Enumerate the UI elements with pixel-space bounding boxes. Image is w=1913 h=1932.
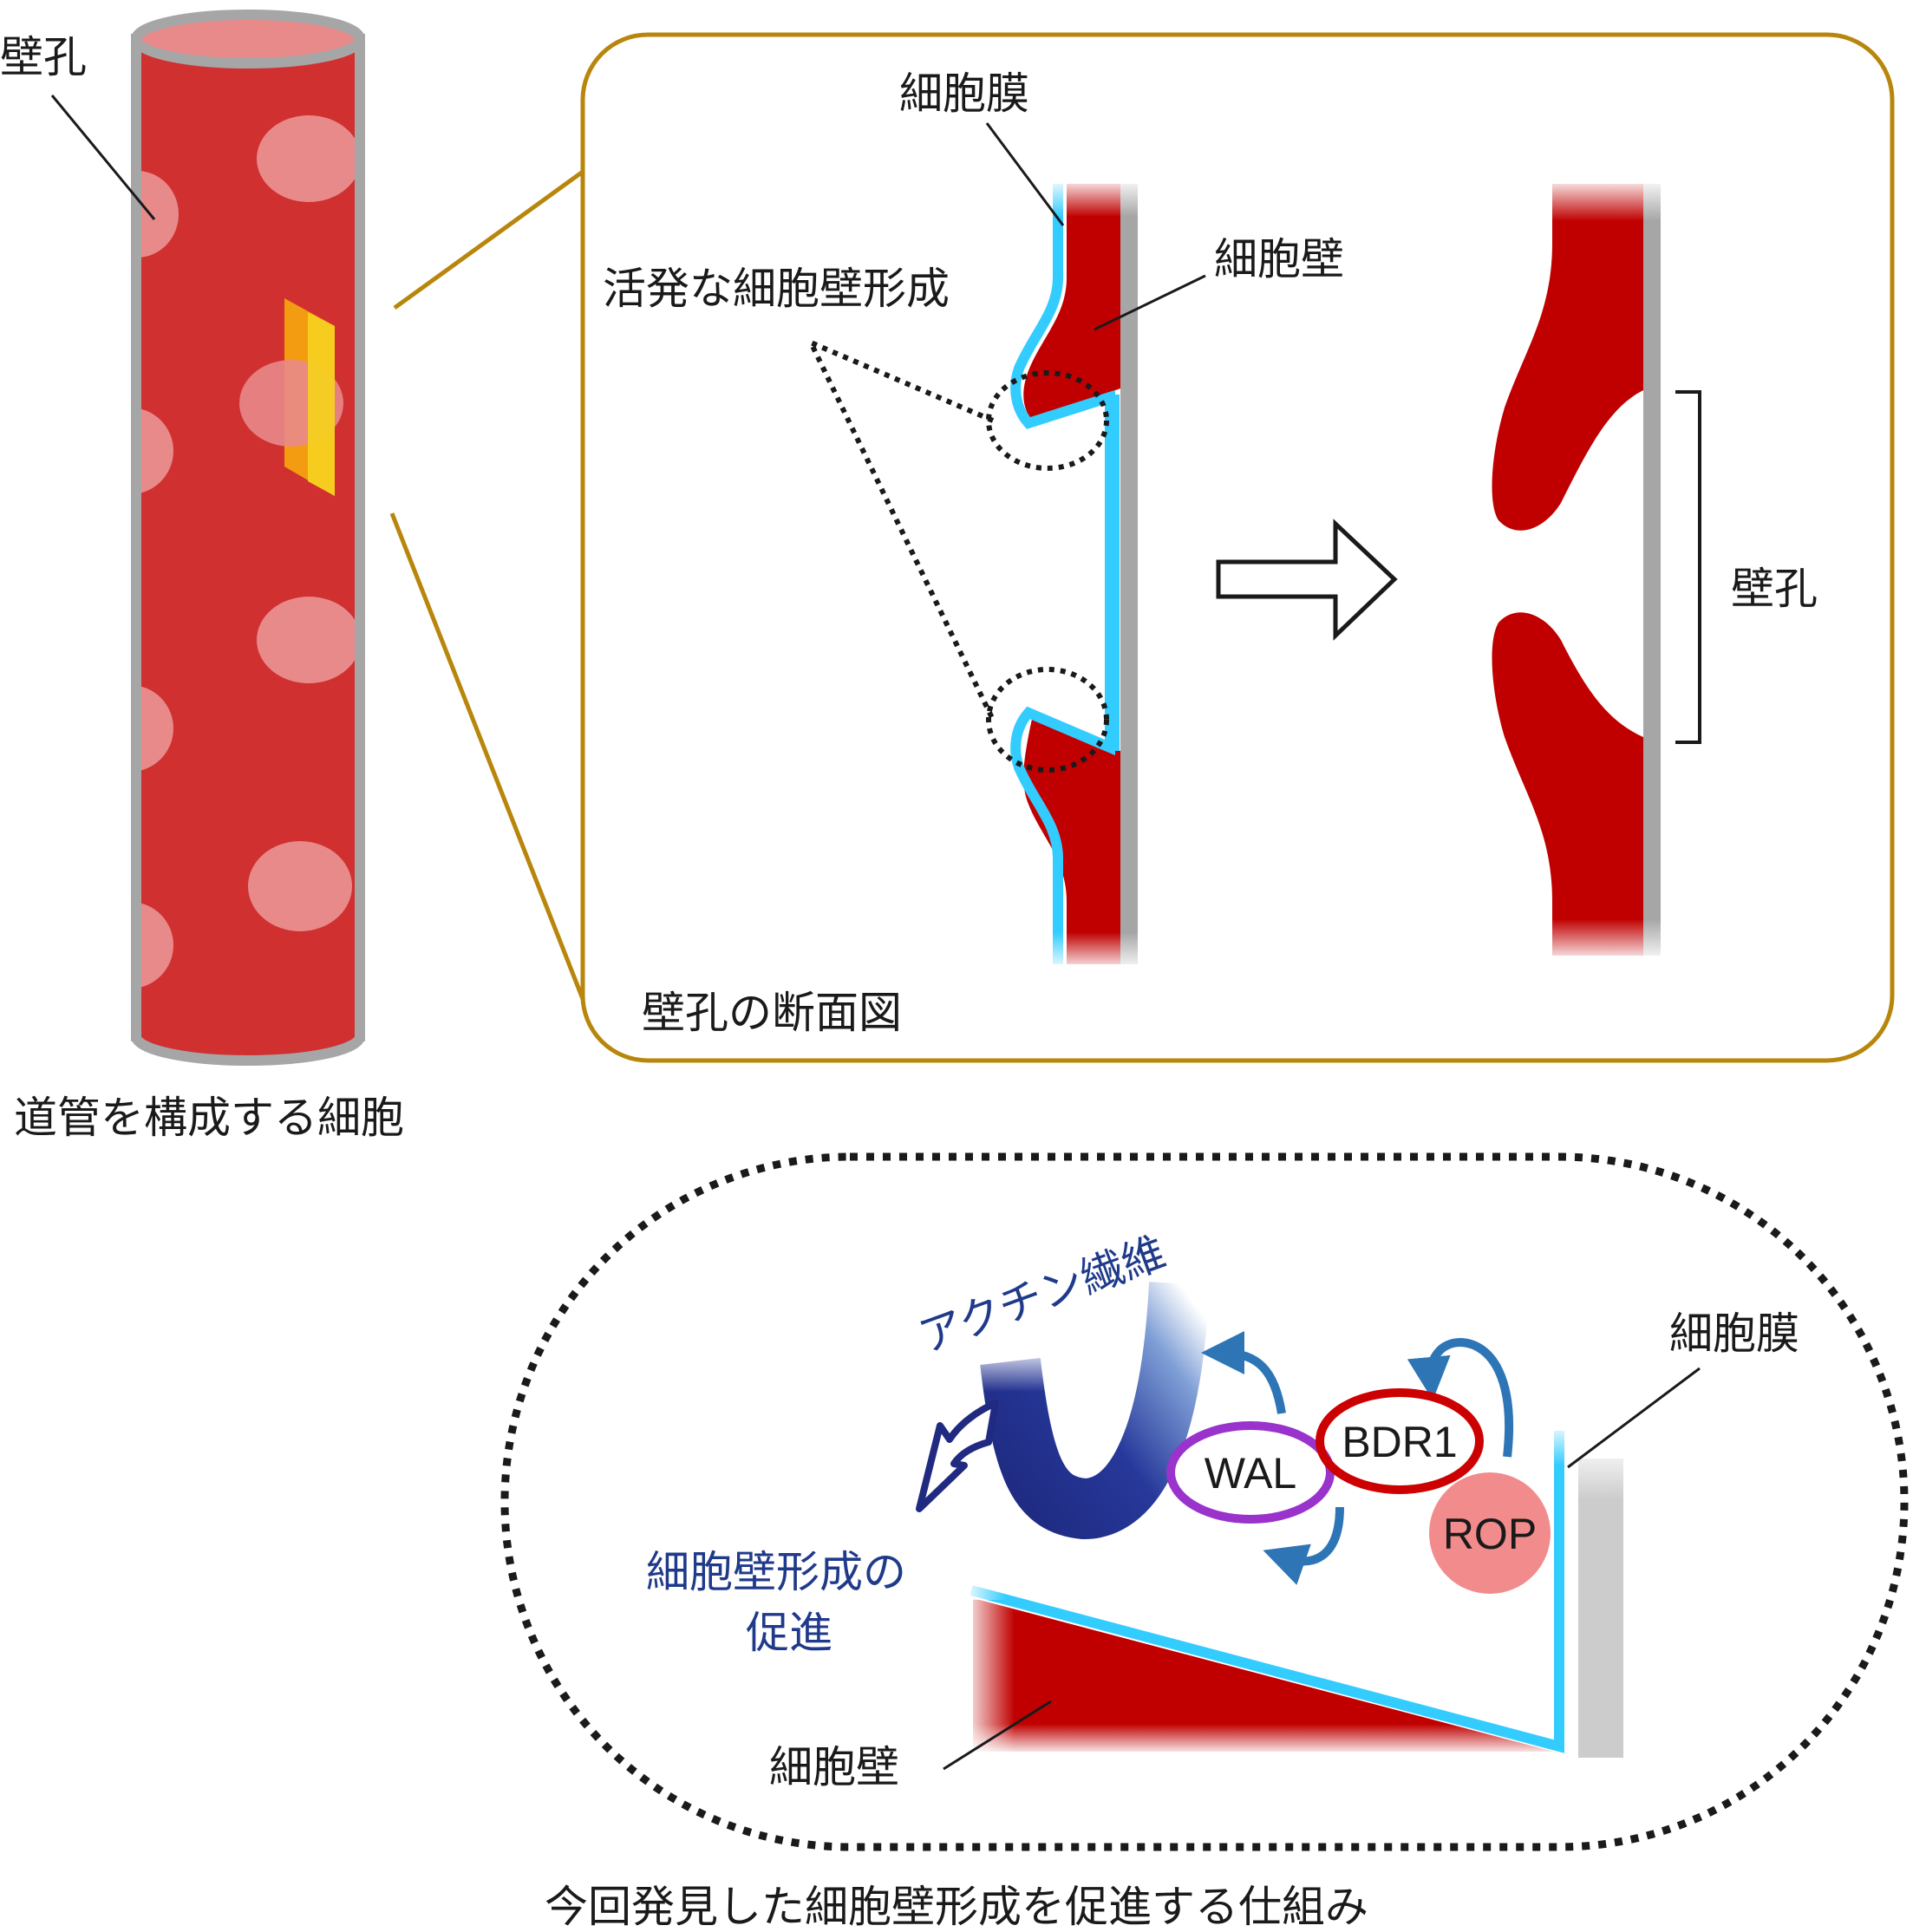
pit-ellipse <box>141 686 173 771</box>
promote-label-line1: 細胞壁形成の <box>646 1547 906 1597</box>
panel-frame <box>580 32 1895 1063</box>
mechanism-membrane-leader <box>1567 1367 1701 1469</box>
gray-strip <box>1578 1459 1623 1758</box>
vessel-pit-label: 壁孔 <box>0 32 87 82</box>
vessel-cell: 壁孔 道管を構成する細胞 <box>0 10 404 1143</box>
gray-strip-fade <box>1574 1439 1628 1500</box>
vessel-bottom-cover <box>141 1006 355 1037</box>
progress-arrow <box>1216 519 1398 641</box>
wall-leader <box>1094 274 1206 331</box>
pit-ellipse <box>141 408 173 493</box>
gray-wall-line <box>1120 184 1138 964</box>
pit-wall-upper <box>1492 184 1643 531</box>
wall-lower <box>1023 719 1120 964</box>
pit-leader-line <box>50 95 156 220</box>
rop-label: ROP <box>1443 1510 1537 1558</box>
promote-arrow <box>916 1400 999 1512</box>
vessel-caption: 道管を構成する細胞 <box>14 1093 404 1143</box>
mechanism-membrane-label: 細胞膜 <box>1669 1309 1799 1359</box>
cross-section-panel: 細胞膜 細胞壁 活発な細胞壁形成 壁孔 壁孔の断面図 <box>580 32 1895 1063</box>
membrane-label: 細胞膜 <box>899 69 1029 119</box>
mechanism-membrane <box>970 1431 1564 1753</box>
fade-bottom <box>1041 932 1145 971</box>
active-formation-label: 活発な細胞壁形成 <box>603 264 950 314</box>
zoom-line-top <box>393 169 584 310</box>
membrane-upper <box>1010 184 1115 964</box>
mechanism-panel: ROP WAL BDR1 アクチン繊維 細胞壁形成の 促進 細胞膜 細胞壁 <box>500 1152 1909 1851</box>
pit-label: 壁孔 <box>1731 564 1818 614</box>
wall-fade-bottom <box>963 1724 1570 1755</box>
membrane-fade-left <box>963 1574 1006 1600</box>
wal-node <box>1166 1421 1335 1524</box>
actin-fade-left <box>971 1344 1049 1392</box>
active-circle-top <box>986 370 1109 471</box>
pit-ellipse <box>248 841 352 931</box>
mechanism-wall-label: 細胞壁 <box>769 1742 899 1792</box>
section-plane-yellow <box>308 312 335 496</box>
pit-ellipse <box>257 597 355 683</box>
pit-ellipse <box>141 903 173 988</box>
fade-top-right <box>1544 178 1665 221</box>
membrane-fade-top <box>1548 1422 1572 1465</box>
mechanism-frame <box>500 1152 1909 1851</box>
bdr1-node <box>1316 1388 1484 1494</box>
mechanism-caption: 今回発見した細胞壁形成を促進する仕組み <box>545 1882 1368 1932</box>
mechanism-wall-leader <box>943 1700 1052 1771</box>
vessel-pits <box>141 115 355 988</box>
forming-wall-section <box>805 178 1145 971</box>
rop-to-bdr1-arrow <box>1407 1337 1514 1458</box>
active-pointer-dots <box>805 337 996 721</box>
wall-upper <box>1023 184 1120 420</box>
wal-to-actin-arrow <box>1201 1331 1286 1414</box>
fade-bottom-right <box>1544 919 1665 963</box>
cell-wall-wedge <box>973 1598 1554 1752</box>
membrane-leader <box>985 122 1065 226</box>
actin-fiber <box>980 1282 1210 1540</box>
actin-label: アクチン繊維 <box>912 1227 1172 1362</box>
rop-node <box>1429 1472 1551 1594</box>
bdr1-label: BDR1 <box>1342 1418 1457 1466</box>
pit-bracket <box>1675 390 1701 744</box>
completed-pit-section <box>1492 178 1701 963</box>
bdr1-to-wal-arrow <box>1263 1506 1344 1585</box>
active-circle-bottom <box>986 667 1109 773</box>
vessel-top-opening <box>131 10 365 69</box>
pit-ellipse <box>141 171 179 258</box>
cross-section-caption: 壁孔の断面図 <box>642 988 902 1038</box>
wall-label: 細胞壁 <box>1214 234 1344 284</box>
promote-label-line2: 促進 <box>746 1608 832 1658</box>
zoom-line-bottom <box>389 512 585 1000</box>
wal-label: WAL <box>1205 1449 1297 1498</box>
pit-ellipse <box>257 115 355 202</box>
pit-wall-lower <box>1492 612 1643 956</box>
fade-top <box>1041 178 1145 217</box>
gray-wall-line-right <box>1643 184 1661 956</box>
